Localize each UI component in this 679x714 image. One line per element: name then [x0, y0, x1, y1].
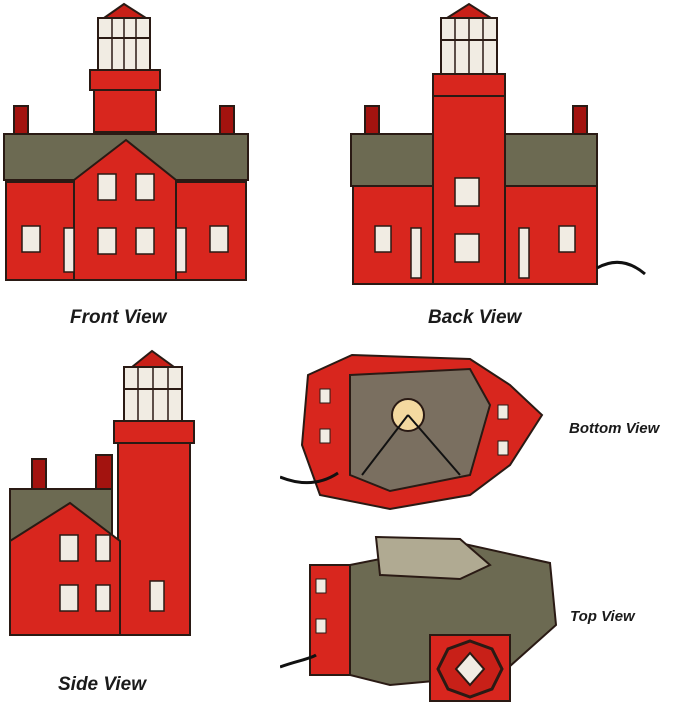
bottom-view-image — [280, 345, 565, 525]
side-view-image — [0, 345, 205, 645]
back-view-image — [345, 0, 650, 290]
bottom-view-caption: Bottom View — [569, 420, 660, 437]
side-view-caption: Side View — [58, 674, 146, 695]
back-view-caption: Back View — [428, 307, 522, 328]
front-view-caption: Front View — [70, 307, 167, 328]
top-view-caption: Top View — [570, 608, 635, 625]
front-view-image — [0, 0, 255, 290]
top-view-image — [280, 535, 565, 710]
